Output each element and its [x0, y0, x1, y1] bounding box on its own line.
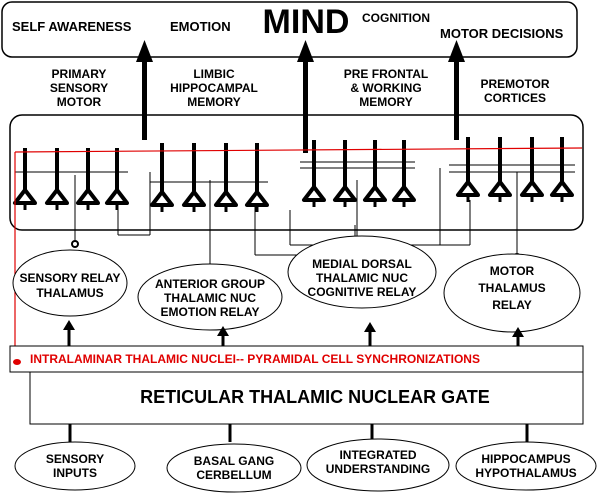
relay-connection-lines: [74, 172, 518, 268]
sensory-inputs-node: SENSORY INPUTS: [14, 441, 136, 491]
svg-text:CORTICES: CORTICES: [484, 91, 546, 105]
svg-text:LIMBIC: LIMBIC: [193, 67, 235, 81]
svg-text:THALAMIC NUC: THALAMIC NUC: [316, 271, 408, 285]
svg-text:MEMORY: MEMORY: [187, 95, 241, 109]
pyramidal-cell-body: [182, 190, 206, 207]
pyramidal-cell-body: [76, 188, 100, 205]
pyramidal-cell-body: [150, 190, 174, 207]
svg-text:SENSORY RELAY: SENSORY RELAY: [20, 271, 121, 285]
svg-text:RELAY: RELAY: [492, 298, 532, 312]
prefrontal-label: PRE FRONTAL & WORKING MEMORY: [344, 67, 428, 109]
cognition-label: COGNITION: [362, 11, 430, 25]
pyramidal-cell-body: [45, 188, 69, 205]
hippocampus-node: HIPPOCAMPUS HYPOTHALAMUS: [455, 441, 597, 491]
svg-text:SENSORY: SENSORY: [46, 452, 104, 466]
svg-text:CERBELLUM: CERBELLUM: [196, 468, 271, 482]
self-awareness-label: SELF AWARENESS: [12, 19, 132, 34]
pyramidal-cell-body: [13, 188, 37, 205]
svg-text:MOTOR: MOTOR: [490, 264, 535, 278]
svg-text:THALAMUS: THALAMUS: [36, 286, 103, 300]
motor-thalamus-relay: MOTOR THALAMUS RELAY: [443, 253, 581, 333]
synchronization-line: [14, 147, 583, 360]
pyramidal-cell-body: [333, 185, 357, 202]
basal-ganglia-node: BASAL GANG CERBELLUM: [166, 443, 302, 493]
svg-text:MOTOR: MOTOR: [57, 95, 102, 109]
svg-text:HIPPOCAMPUS: HIPPOCAMPUS: [481, 452, 570, 466]
pyramidal-cell-body: [105, 188, 129, 205]
svg-text:UNDERSTANDING: UNDERSTANDING: [326, 462, 430, 476]
input-connector-lines: [68, 424, 529, 442]
pyramidal-cell-body: [550, 180, 574, 197]
svg-text:HYPOTHALAMUS: HYPOTHALAMUS: [475, 466, 576, 480]
svg-text:BASAL GANG: BASAL GANG: [194, 454, 274, 468]
anterior-group-relay: ANTERIOR GROUP THALAMIC NUC EMOTION RELA…: [137, 263, 283, 331]
svg-text:THALAMUS: THALAMUS: [478, 281, 545, 295]
svg-text:PRE FRONTAL: PRE FRONTAL: [344, 67, 428, 81]
mind-arrows: [136, 40, 465, 153]
svg-text:SENSORY: SENSORY: [50, 81, 108, 95]
pyramidal-cell-body: [214, 190, 238, 207]
svg-text:HIPPOCAMPAL: HIPPOCAMPAL: [170, 81, 258, 95]
svg-text:& WORKING: & WORKING: [350, 81, 421, 95]
premotor-label: PREMOTOR CORTICES: [480, 77, 549, 105]
emotion-label: EMOTION: [170, 19, 231, 34]
svg-text:INPUTS: INPUTS: [53, 466, 97, 480]
intralaminar-red-dot: [13, 359, 21, 365]
limbic-label: LIMBIC HIPPOCAMPAL MEMORY: [170, 67, 258, 109]
pyramidal-cell-body: [363, 185, 387, 202]
pyramidal-cell-body: [520, 180, 544, 197]
pyramidal-neurons: [13, 137, 574, 212]
svg-text:ANTERIOR GROUP: ANTERIOR GROUP: [155, 277, 265, 291]
mind-title: MIND: [263, 3, 350, 41]
integrated-understanding-node: INTEGRATED UNDERSTANDING: [306, 438, 450, 492]
primary-sensory-label: PRIMARY SENSORY MOTOR: [50, 67, 108, 109]
sensory-relay-thalamus: SENSORY RELAY THALAMUS: [12, 249, 128, 317]
cortex-box: [9, 114, 584, 231]
svg-text:EMOTION RELAY: EMOTION RELAY: [161, 305, 260, 319]
motor-decisions-label: MOTOR DECISIONS: [440, 26, 564, 41]
pyramidal-cell-body: [456, 180, 480, 197]
svg-text:INTEGRATED: INTEGRATED: [339, 448, 416, 462]
pyramidal-cell-body: [302, 185, 326, 202]
pyramidal-cell-body: [245, 190, 269, 207]
cortical-connector-lines: [15, 161, 575, 256]
pyramidal-cell-body: [392, 185, 416, 202]
svg-text:THALAMIC NUC: THALAMIC NUC: [164, 291, 256, 305]
medial-dorsal-relay: MEDIAL DORSAL THALAMIC NUC COGNITIVE REL…: [287, 235, 437, 309]
reticular-label: RETICULAR THALAMIC NUCLEAR GATE: [140, 387, 490, 407]
svg-text:PRIMARY: PRIMARY: [52, 67, 107, 81]
svg-text:COGNITIVE RELAY: COGNITIVE RELAY: [308, 285, 417, 299]
svg-text:PREMOTOR: PREMOTOR: [480, 77, 549, 91]
pyramidal-cell-body: [488, 180, 512, 197]
reticular-box: [29, 371, 584, 425]
intralaminar-box: [9, 345, 584, 373]
relay-input-arrows: [63, 320, 524, 346]
svg-text:MEDIAL DORSAL: MEDIAL DORSAL: [312, 257, 412, 271]
svg-text:MEMORY: MEMORY: [359, 95, 413, 109]
intralaminar-label: INTRALAMINAR THALAMIC NUCLEI-- PYRAMIDAL…: [30, 352, 480, 366]
